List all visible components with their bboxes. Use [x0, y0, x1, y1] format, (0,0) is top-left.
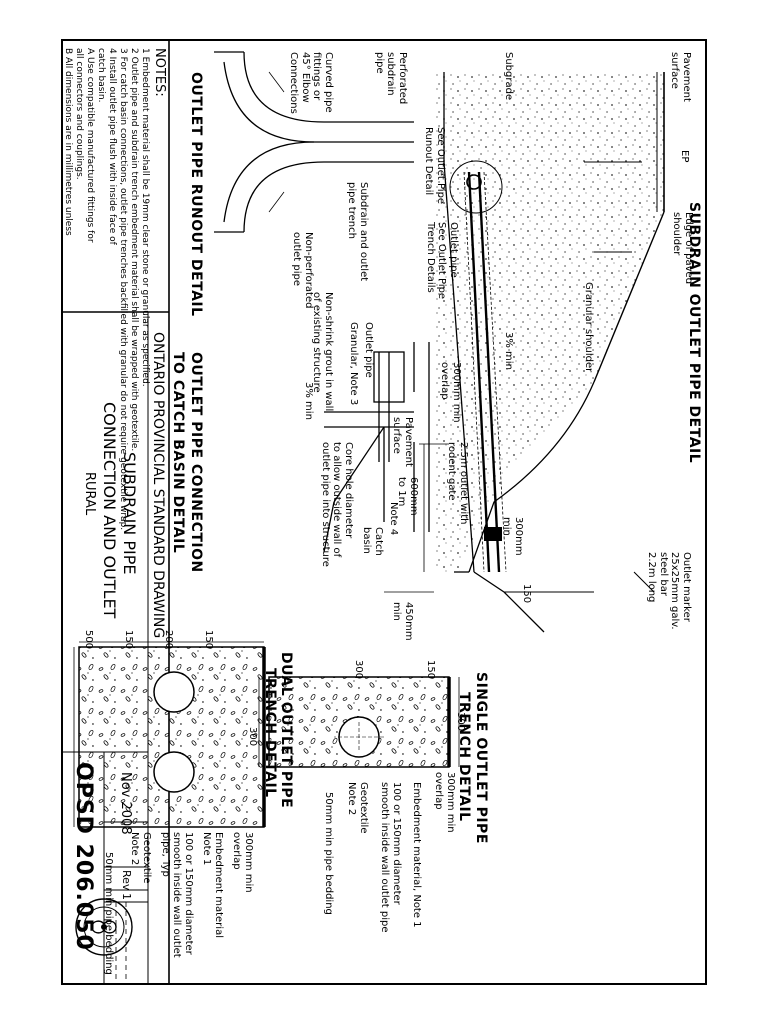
label-s-300: 300 — [353, 660, 364, 680]
title-line-1: SUBDRAIN PIPE — [120, 452, 139, 575]
label-subgrade: Subgrade — [503, 52, 514, 101]
label-ep: EP — [679, 150, 690, 163]
label-edge-paved-shoulder: Edge of paved shoulder — [671, 212, 695, 285]
label-d-width: 300 — [247, 727, 258, 747]
rotated-drawing: SUBDRAIN OUTLET PIPE DETAIL OUTLET PIPE … — [54, 32, 714, 992]
label-slope: 3% min — [503, 332, 514, 370]
label-cb-note4: Note 4 — [388, 502, 399, 536]
dual-trench-drawing — [73, 641, 266, 828]
note-a-cont: all connectors and couplings. — [74, 48, 84, 180]
subdrain-outlet-drawing — [384, 72, 665, 633]
note-4: 4 Install outlet pipe flush with inside … — [107, 48, 117, 245]
label-300-min: 300mm min — [501, 517, 525, 556]
label-s-width: 300 — [455, 712, 466, 732]
label-pavement-surface: Pavement surface — [669, 52, 693, 102]
label-d-pipe: 100 or 150mm diameter smooth inside wall… — [160, 832, 194, 958]
note-a: A Use compatible manufactured fittings f… — [85, 48, 95, 243]
label-s-embedment: Embedment material, Note 1 — [411, 782, 422, 928]
rev-label: Rev — [120, 870, 133, 891]
label-outlet-pipe-trench: Outlet pipe See Outlet Pipe Trench Detai… — [425, 222, 459, 300]
label-overlap-300: 300mm min overlap — [439, 362, 463, 423]
label-perforated: Perforated subdrain pipe — [374, 52, 408, 105]
sheet-border — [61, 39, 707, 985]
label-d-overlap: 300mm min overlap — [231, 832, 255, 893]
runout-title: OUTLET PIPE RUNOUT DETAIL — [188, 72, 204, 317]
label-cb-outlet-pipe: Outlet pipe — [363, 322, 374, 378]
title-line-3: RURAL — [82, 472, 97, 516]
drawing-date: Nov 2008 — [118, 772, 133, 835]
dual-trench-title-2: TRENCH DETAIL — [262, 668, 278, 798]
label-450: 450mm min — [391, 602, 415, 641]
catch-basin-title-2: TO CATCH BASIN DETAIL — [170, 352, 186, 554]
label-d-embedment: Embedment material Note 1 — [201, 832, 225, 938]
catch-basin-title-1: OUTLET PIPE CONNECTION — [188, 352, 204, 573]
note-b: B All dimensions are in millimetres unle… — [63, 48, 73, 236]
label-cb-granular: Granular, Note 3 — [348, 322, 359, 406]
rev-value: 1 — [120, 893, 133, 900]
label-s-150: 150 — [425, 660, 436, 680]
label-cb-pavement: Pavement surface — [391, 417, 415, 467]
label-outlet-marker: Outlet marker 25x25mm galv. steel bar 2.… — [646, 552, 693, 630]
catch-basin-drawing — [323, 342, 430, 553]
title-line-2: CONNECTION AND OUTLET — [100, 402, 119, 619]
note-2: 2 Outlet pipe and subdrain trench embedm… — [129, 48, 139, 452]
provincial-seal — [75, 898, 133, 956]
label-d-150a: 150 — [203, 630, 214, 650]
label-s-geotextile: Geotextile Note 2 — [346, 782, 370, 834]
label-s-overlap: 300mm min overlap — [433, 772, 457, 833]
label-granular-shoulder: Granular shoulder — [583, 282, 594, 373]
note-1: 1 Embedment material shall be 19mm clear… — [140, 48, 150, 387]
label-s-pipe: 100 or 150mm diameter smooth inside wall… — [379, 782, 403, 933]
drawing-number: OPSD 206.050 — [71, 762, 96, 951]
label-600: 600mm to 1m — [396, 477, 420, 516]
label-s-bedding: 50mm min pipe bedding — [323, 792, 334, 915]
label-150: 150 — [521, 584, 532, 604]
label-curved-fittings: Curved pipe fittings or 45° Elbow Connec… — [288, 52, 335, 114]
label-rodent-gate: 2.5m outlet with rodent gate — [446, 442, 470, 525]
label-cb-catch-basin: Catch basin — [361, 527, 385, 556]
label-cb-core: Core hole diameter to allow outside wall… — [320, 442, 354, 567]
note-4-cont: catch basin. — [96, 48, 106, 103]
linework — [61, 39, 707, 985]
label-d-bedding: 50mm min pipe bedding — [103, 852, 114, 975]
dual-trench-title-1: DUAL OUTLET PIPE — [278, 652, 294, 809]
label-cb-grout: Non-shrink grout in wall of existing str… — [311, 292, 335, 412]
notes-heading: NOTES: — [152, 48, 167, 97]
label-subdrain-trench: Subdrain and outlet pipe trench — [346, 182, 370, 282]
label-d-150b: 150 — [123, 630, 134, 650]
label-see-runout: See Outlet Pipe Runout Detail — [423, 127, 447, 205]
runout-drawing — [214, 51, 414, 233]
single-trench-title-1: SINGLE OUTLET PIPE — [473, 672, 489, 844]
authority: ONTARIO PROVINCIAL STANDARD DRAWING — [150, 332, 166, 639]
label-d-500: 500 — [83, 630, 94, 650]
